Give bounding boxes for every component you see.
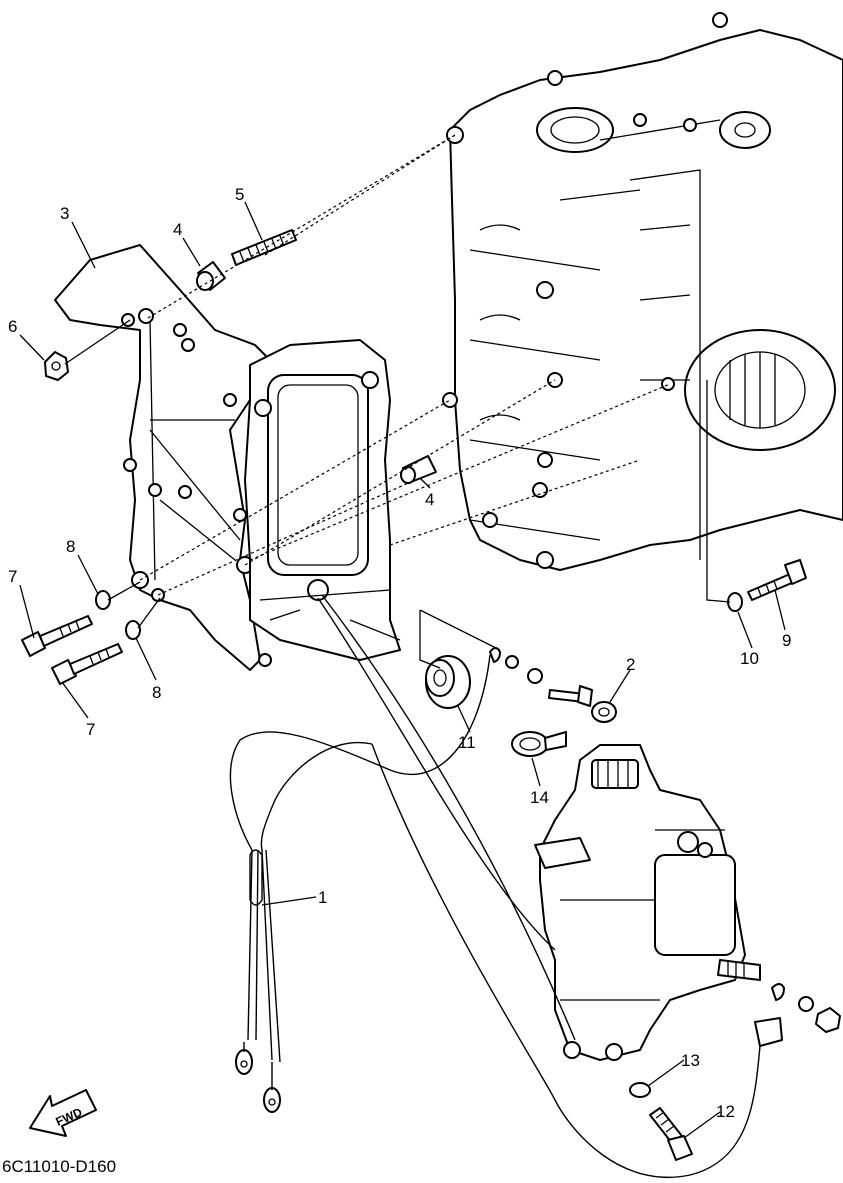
- leader-lines: [19, 201, 786, 1139]
- callout-labels: 3 4 5 6 4 8 7 8 7 9 10 11 2 14 1 13 12: [8, 185, 791, 1121]
- fwd-arrow: FWD: [29, 1089, 97, 1137]
- callout-11: 11: [458, 733, 476, 752]
- callout-2: 2: [626, 655, 635, 674]
- nut-part-6: [44, 351, 69, 381]
- engine-mount-frame: [244, 339, 401, 661]
- cable-end-right: [754, 1017, 783, 1047]
- clamp-part-14: [511, 731, 567, 757]
- callout-12: 12: [716, 1102, 735, 1121]
- callout-9: 9: [782, 631, 791, 650]
- terminal-cap-part-2: [591, 701, 617, 723]
- bolt-part-12: [649, 1107, 693, 1161]
- washer-part-8-upper: [95, 590, 111, 610]
- lock-washer-right: [798, 996, 814, 1012]
- assembly-guide-lines: [64, 134, 731, 669]
- bracket-part-3: [54, 244, 272, 671]
- stud-bolt-part-5: [231, 229, 297, 266]
- callout-3: 3: [60, 204, 69, 223]
- callout-8-lower: 8: [152, 683, 161, 702]
- callout-7-lower: 7: [86, 720, 95, 739]
- callout-4-lower: 4: [425, 490, 434, 509]
- bolt-part-7-upper: [21, 615, 93, 657]
- collar-part-4-lower: [400, 455, 437, 484]
- washer-part-10: [727, 592, 743, 612]
- callout-13: 13: [681, 1051, 700, 1070]
- flat-washer: [505, 655, 519, 669]
- engine-block: [442, 12, 843, 571]
- washer-part-13: [629, 1082, 651, 1098]
- bolt-part-9: [747, 559, 807, 601]
- small-bolt: [548, 685, 593, 707]
- callout-1: 1: [318, 888, 327, 907]
- starter-motor: [534, 744, 761, 1061]
- washer-part-8-lower: [125, 620, 141, 640]
- callout-4-upper: 4: [173, 220, 182, 239]
- callout-14: 14: [530, 788, 549, 807]
- nut-right: [815, 1007, 841, 1033]
- callout-5: 5: [235, 185, 244, 204]
- callout-10: 10: [740, 649, 759, 668]
- callout-8-upper: 8: [66, 537, 75, 556]
- callout-7-upper: 7: [8, 567, 17, 586]
- grommet-part-11: [425, 655, 471, 709]
- callout-6: 6: [8, 317, 17, 336]
- ring-terminal-right: [771, 983, 785, 1001]
- collar-part-4-upper: [196, 261, 226, 291]
- lock-washer: [527, 668, 543, 684]
- wire-harness-part-1: [229, 594, 761, 1178]
- ring-terminal-small: [489, 647, 501, 663]
- bolt-part-7-lower: [51, 643, 123, 685]
- drawing-code: 6C11010-D160: [2, 1157, 116, 1176]
